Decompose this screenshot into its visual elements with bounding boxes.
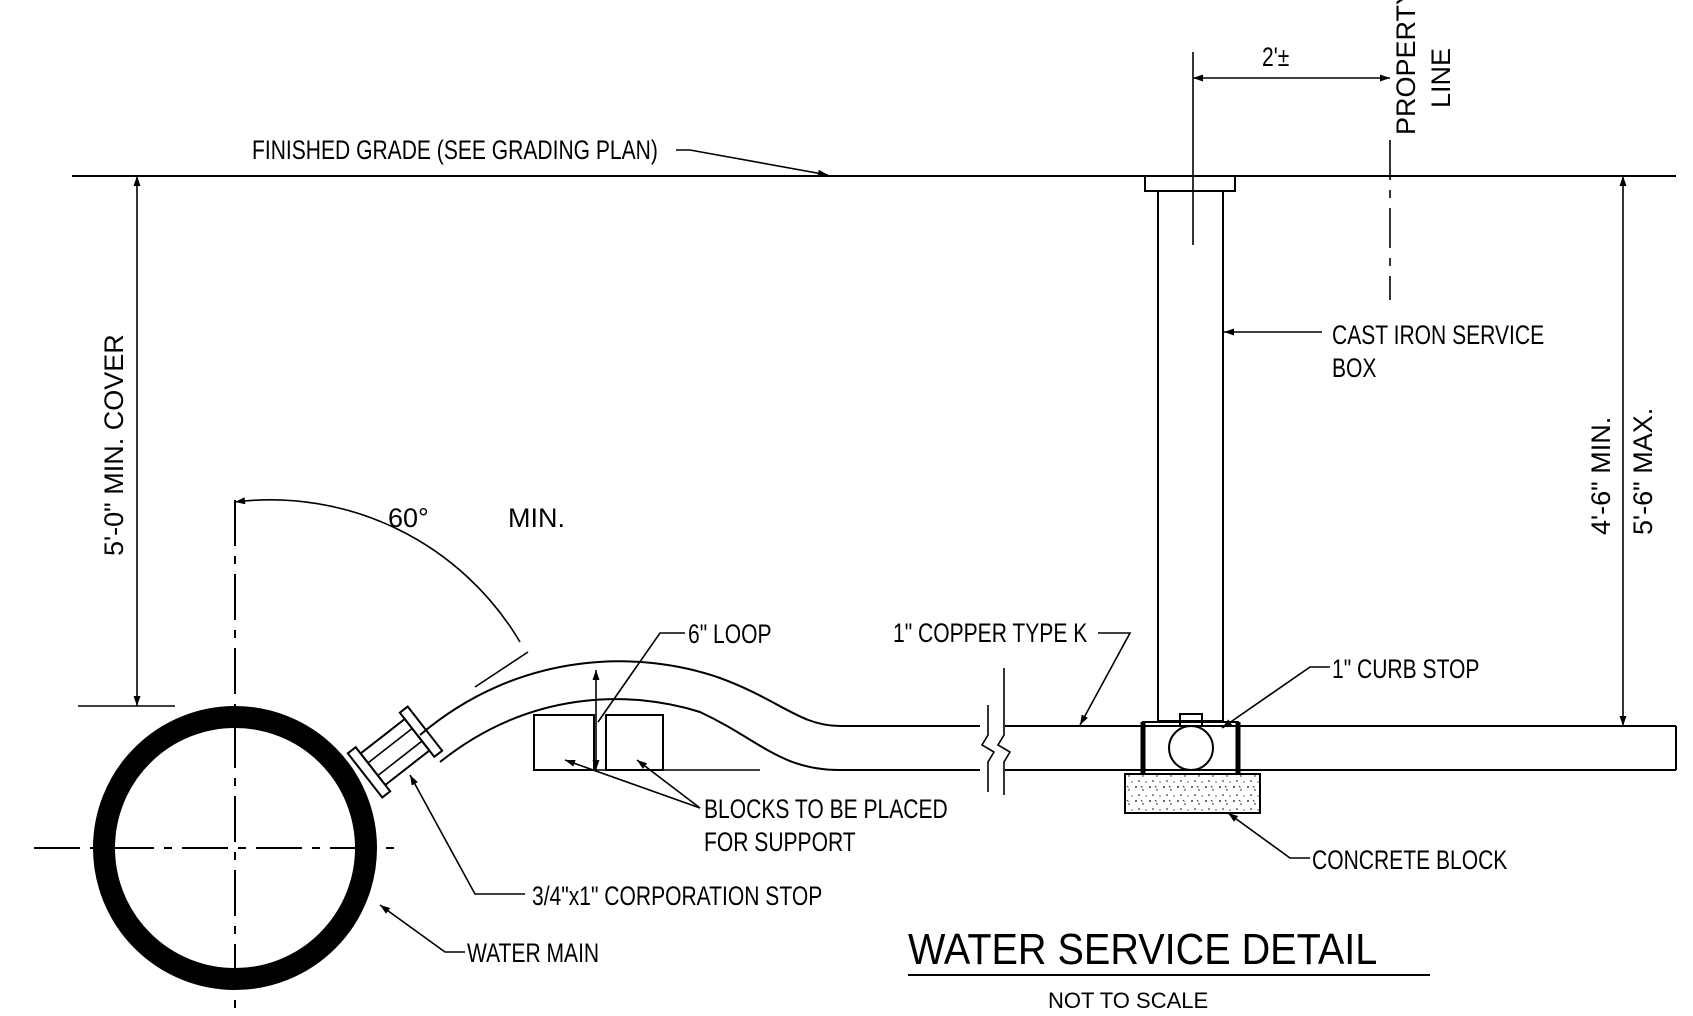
blocks-label-2: FOR SUPPORT	[704, 828, 856, 858]
service-pipe-top	[419, 660, 980, 736]
angle-min-label: MIN.	[508, 503, 565, 533]
angle-arc	[234, 497, 521, 643]
cast-iron-label-2: BOX	[1332, 354, 1376, 384]
finished-grade-label: FINISHED GRADE (SEE GRADING PLAN)	[252, 136, 658, 166]
drawing-subtitle: NOT TO SCALE	[1048, 988, 1208, 1013]
corporation-stop	[346, 705, 444, 799]
service-box-lid	[1144, 175, 1236, 192]
service-pipe-bottom	[439, 698, 980, 771]
angle-label: 60°	[388, 503, 429, 533]
pipe-break-symbol-1	[980, 705, 996, 792]
angle-extension	[474, 651, 529, 688]
curb-stop-body	[1142, 721, 1239, 775]
depth-min-label: 4'-6" MIN.	[1586, 417, 1616, 535]
drawing-title: WATER SERVICE DETAIL	[908, 924, 1377, 973]
support-block-left	[533, 714, 595, 771]
pipe-break-symbol-2	[996, 668, 1012, 795]
min-cover-label: 5'-0" MIN. COVER	[99, 334, 129, 556]
cast-iron-service-box	[1157, 190, 1224, 722]
blocks-leader-2	[636, 759, 701, 809]
copper-leader	[1079, 632, 1132, 726]
dim-2ft-label: 2'±	[1262, 43, 1289, 73]
water-main-leader	[379, 904, 465, 953]
concrete-block-label: CONCRETE BLOCK	[1312, 846, 1507, 876]
corp-stop-leader	[409, 774, 525, 895]
loop-label: 6" LOOP	[688, 620, 772, 650]
water-main-label: WATER MAIN	[467, 939, 599, 969]
curb-stop-leader	[1221, 666, 1330, 729]
curb-stop-label: 1" CURB STOP	[1332, 655, 1479, 685]
blocks-leader-1	[564, 759, 701, 809]
property-line-label-1: PROPERTY	[1391, 0, 1421, 135]
depth-max-label: 5'-6" MAX.	[1628, 408, 1658, 535]
curb-stop-valve	[1168, 725, 1214, 771]
loop-leader	[597, 632, 685, 723]
cast-iron-label-1: CAST IRON SERVICE	[1332, 321, 1544, 351]
corp-stop-label: 3/4"x1" CORPORATION STOP	[532, 882, 822, 912]
support-block-right	[605, 714, 664, 771]
concrete-block-leader	[1227, 812, 1310, 859]
property-line-label-2: LINE	[1426, 48, 1456, 108]
concrete-block	[1124, 773, 1261, 814]
copper-label: 1" COPPER TYPE K	[893, 619, 1087, 649]
finished-grade-leader	[676, 149, 829, 177]
blocks-label-1: BLOCKS TO BE PLACED	[704, 795, 948, 825]
